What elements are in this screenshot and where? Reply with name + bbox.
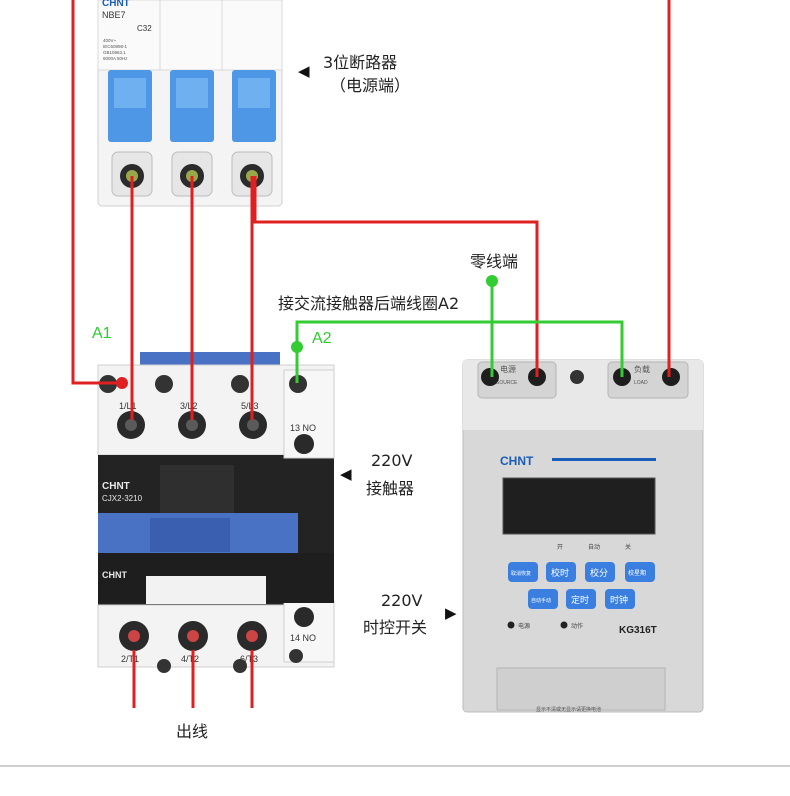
timer-button-clock-label: 时钟 [610, 594, 628, 606]
timer-action-label: 动作 [571, 622, 583, 630]
timer-button-auto-manual-label: 自动手动 [531, 597, 551, 604]
a2-connection-dot [291, 341, 303, 353]
contactor-terminal-label-3: 5/L3 [241, 401, 259, 411]
contactor-terminal-label-2: 3/L2 [180, 401, 198, 411]
breaker-handle-2[interactable] [170, 70, 214, 142]
contactor-terminal-L2 [178, 411, 206, 439]
breaker-rating: C32 [137, 24, 152, 33]
timer-caption-line2: 时控开关 [363, 618, 428, 637]
contactor-terminal-14no [294, 607, 314, 627]
a1-connection-dot [116, 377, 128, 389]
contactor-terminal-L3 [239, 411, 267, 439]
contactor-terminal-T2 [178, 621, 208, 651]
timer-model: KG316T [619, 625, 657, 636]
timer-caption-line1: 220V [381, 591, 423, 610]
timer-button-set-minute[interactable]: 校分 [585, 562, 615, 582]
timer-terminal-load-2 [662, 368, 680, 386]
timer-power-label: 电源 [518, 622, 530, 630]
contactor: 1/L1 3/L2 5/L3 13 NO CHNT CJX2-3210 CHNT… [97, 352, 335, 673]
timer-footer-note: 显示不清或无显示请更换电池 [536, 706, 601, 713]
contactor-terminal-label-1: 1/L1 [119, 401, 137, 411]
time-control-switch: 电源 SOURCE 负载 LOAD CHNT 开 自动 关 取消恢复 校时 校分… [462, 359, 704, 713]
output-label: 出线 [176, 722, 209, 741]
timer-button-cancel[interactable]: 取消恢复 [508, 562, 538, 582]
timer-action-led [560, 621, 568, 629]
timer-battery-cover[interactable] [496, 667, 666, 711]
breaker-spec-1: 400V~ [103, 38, 117, 43]
neutral-dot [486, 275, 498, 287]
timer-button-clock[interactable]: 时钟 [605, 589, 635, 609]
contactor-bottom-label-3: 6/T3 [240, 654, 258, 664]
circuit-breaker: CHNT NBE7 C32 400V~ IEC60898-1 GB10963.1… [97, 0, 283, 207]
timer-power-led [507, 621, 515, 629]
contactor-caption-line2: 接触器 [366, 479, 415, 498]
contactor-brand-lower: CHNT [102, 570, 127, 580]
a2-label: A2 [312, 330, 332, 347]
contactor-bottom-label-4: 14 NO [290, 633, 316, 643]
timer-button-set-hour-label: 校时 [551, 567, 569, 579]
breaker-handle-1[interactable] [108, 70, 152, 142]
timer-load-sub: LOAD [634, 380, 648, 386]
timer-button-set-week-label: 校星期 [628, 569, 646, 577]
timer-button-schedule-label: 定时 [571, 594, 589, 606]
breaker-spec-2: IEC60898-1 [103, 44, 128, 49]
breaker-spec-3: GB10963.1 [103, 50, 126, 55]
breaker-model: NBE7 [102, 10, 126, 20]
bottom-divider [0, 765, 790, 767]
timer-mode-on: 开 [557, 544, 563, 551]
contactor-model: CJX2-3210 [102, 494, 143, 503]
timer-source-label: 电源 [500, 364, 516, 374]
timer-mode-auto: 自动 [588, 543, 600, 551]
contactor-terminal-T3 [237, 621, 267, 651]
timer-source-sub: SOURCE [496, 380, 518, 386]
timer-button-schedule[interactable]: 定时 [566, 589, 596, 609]
breaker-caption-line1: 3位断路器 [323, 53, 398, 72]
breaker-pointer-icon: ◀ [298, 62, 310, 80]
contactor-terminal-T1 [119, 621, 149, 651]
timer-button-set-week[interactable]: 校星期 [625, 562, 655, 582]
contactor-caption-line1: 220V [371, 451, 413, 470]
coil-note-label: 接交流接触器后端线圈A2 [278, 294, 460, 313]
breaker-brand: CHNT [102, 0, 130, 9]
timer-button-auto-manual[interactable]: 自动手动 [528, 589, 558, 609]
wire-breaker-3-to-timer-source [253, 176, 539, 377]
contactor-pointer-icon: ◀ [340, 465, 352, 483]
timer-pointer-icon: ▶ [445, 604, 457, 622]
timer-button-set-hour[interactable]: 校时 [546, 562, 576, 582]
contactor-brand: CHNT [102, 481, 130, 492]
contactor-terminal-label-4: 13 NO [290, 423, 316, 433]
breaker-spec-4: 6000A 50Hz [103, 56, 128, 61]
contactor-bottom-label-1: 2/T1 [121, 654, 139, 664]
timer-mode-off: 关 [625, 543, 631, 551]
neutral-label: 零线端 [470, 252, 519, 271]
timer-lcd-display [502, 477, 656, 535]
contactor-terminal-13no [294, 434, 314, 454]
contactor-terminal-L1 [117, 411, 145, 439]
wire-breaker-L1-to-A1 [71, 0, 122, 385]
breaker-handle-3[interactable] [232, 70, 276, 142]
red-wires [71, 0, 671, 708]
timer-brand: CHNT [500, 454, 534, 468]
a1-label: A1 [92, 325, 112, 342]
timer-terminal-source-n [481, 368, 499, 386]
contactor-bottom-label-2: 4/T2 [181, 654, 199, 664]
breaker-caption-line2: （电源端） [330, 76, 411, 95]
timer-load-label: 负载 [634, 364, 650, 374]
timer-button-set-minute-label: 校分 [590, 567, 608, 579]
timer-button-cancel-label: 取消恢复 [511, 570, 531, 577]
